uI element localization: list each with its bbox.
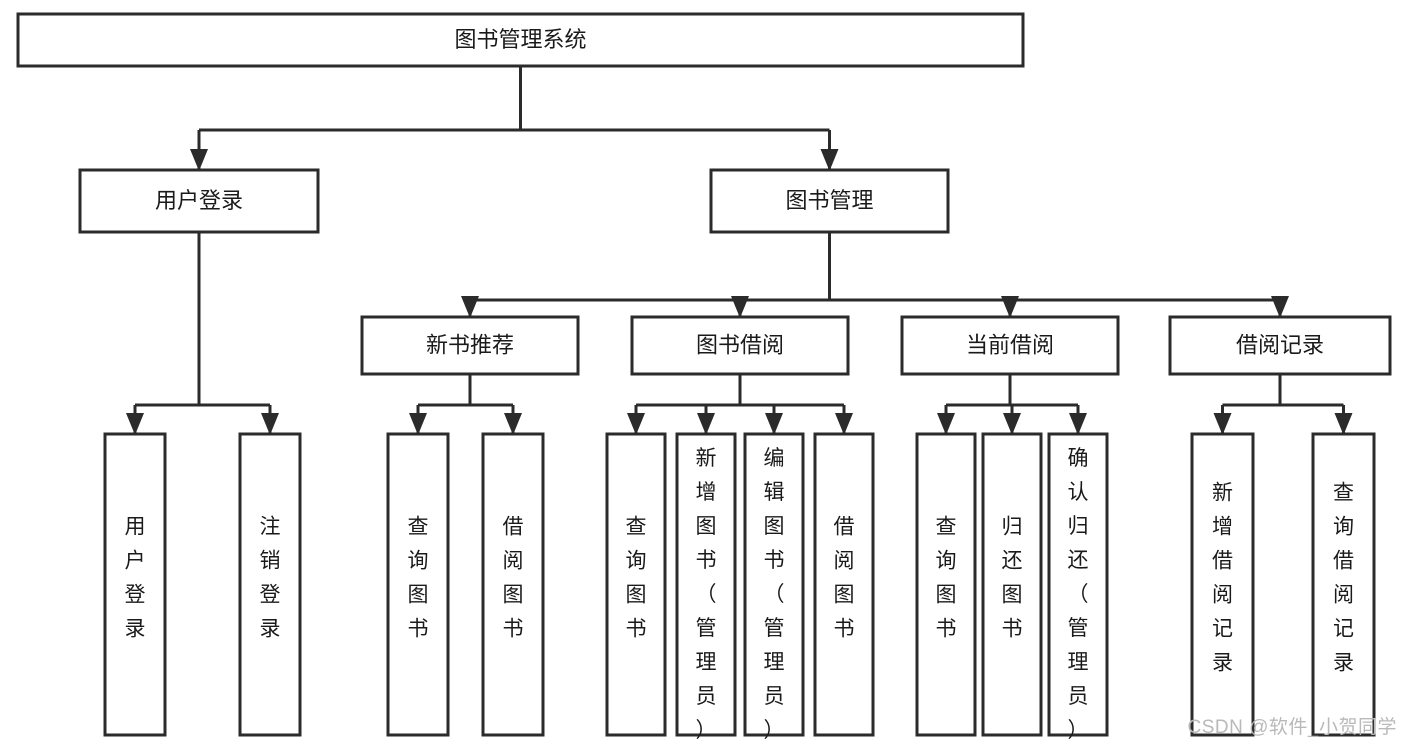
node-label: 注销登录 (260, 516, 281, 641)
arrow-head-icon (409, 413, 427, 435)
node-leaf-edit-book[interactable]: 编辑图书（管理员） (743, 432, 805, 742)
node-box (675, 432, 737, 737)
node-label: 借阅图书 (503, 516, 524, 641)
arrow-head-icon (126, 413, 144, 435)
node-leaf-logout-login[interactable]: 注销登录 (238, 432, 302, 737)
node-box (981, 432, 1043, 737)
node-book-borrow[interactable]: 图书借阅 (630, 315, 850, 376)
node-label: 借阅图书 (834, 516, 855, 641)
node-label: 查询借阅记录 (1333, 482, 1354, 675)
edges-layer (126, 66, 1353, 435)
node-leaf-return-book[interactable]: 归还图书 (981, 432, 1043, 737)
node-box (1190, 432, 1255, 737)
arrow-head-icon (937, 413, 955, 435)
node-leaf-user-login[interactable]: 用户登录 (103, 432, 167, 737)
node-leaf-borrow-book-1[interactable]: 借阅图书 (481, 432, 545, 737)
node-box (360, 315, 580, 376)
node-box (386, 432, 450, 737)
node-box (915, 432, 977, 737)
node-label: 图书借阅 (696, 332, 784, 357)
node-box (709, 168, 950, 234)
node-box (900, 315, 1120, 376)
node-box (743, 432, 805, 737)
node-label: 图书管理 (785, 188, 873, 213)
arrow-head-icon (504, 413, 522, 435)
arrow-head-icon (1001, 296, 1019, 318)
node-box (1168, 315, 1392, 376)
node-label: 查询图书 (408, 516, 429, 641)
node-box (1047, 432, 1109, 737)
node-label: 图书管理系统 (454, 27, 586, 52)
node-box (103, 432, 167, 737)
arrow-head-icon (765, 413, 783, 435)
node-box (1311, 432, 1376, 737)
node-label: 编辑图书（管理员） (764, 447, 785, 742)
node-leaf-add-book[interactable]: 新增图书（管理员） (675, 432, 737, 742)
node-leaf-borrow-book-2[interactable]: 借阅图书 (813, 432, 875, 737)
node-label: 当前借阅 (966, 332, 1054, 357)
node-root[interactable]: 图书管理系统 (16, 12, 1025, 68)
node-leaf-add-record[interactable]: 新增借阅记录 (1190, 432, 1255, 737)
arrow-head-icon (835, 413, 853, 435)
arrow-head-icon (461, 296, 479, 318)
arrow-head-icon (1334, 413, 1353, 435)
arrow-head-icon (1271, 296, 1289, 318)
arrow-head-icon (261, 413, 279, 435)
node-box (238, 432, 302, 737)
node-leaf-query-book-2[interactable]: 查询图书 (605, 432, 667, 737)
node-box (630, 315, 850, 376)
nodes-layer: 图书管理系统用户登录图书管理新书推荐图书借阅当前借阅借阅记录用户登录注销登录查询… (16, 12, 1392, 742)
node-label: 查询图书 (936, 516, 957, 641)
node-leaf-query-book-1[interactable]: 查询图书 (386, 432, 450, 737)
node-label: 用户登录 (155, 188, 243, 213)
arrow-head-icon (627, 413, 645, 435)
node-label: 借阅记录 (1236, 332, 1324, 357)
node-label: 归还图书 (1002, 516, 1023, 641)
node-leaf-confirm-return[interactable]: 确认归还（管理员） (1047, 432, 1109, 742)
node-new-book-recommend[interactable]: 新书推荐 (360, 315, 580, 376)
node-leaf-query-record[interactable]: 查询借阅记录 (1311, 432, 1376, 737)
arrow-head-icon (820, 149, 839, 171)
node-box (605, 432, 667, 737)
node-current-borrow[interactable]: 当前借阅 (900, 315, 1120, 376)
node-user-login[interactable]: 用户登录 (78, 168, 320, 234)
node-label: 用户登录 (125, 516, 146, 641)
node-book-manage[interactable]: 图书管理 (709, 168, 950, 234)
node-leaf-query-book-3[interactable]: 查询图书 (915, 432, 977, 737)
arrow-head-icon (1213, 413, 1232, 435)
arrow-head-icon (1069, 413, 1087, 435)
arrow-head-icon (731, 296, 749, 318)
arrow-head-icon (697, 413, 715, 435)
node-borrow-record[interactable]: 借阅记录 (1168, 315, 1392, 376)
node-label: 确认归还（管理员） (1068, 447, 1089, 742)
node-box (16, 12, 1025, 68)
node-box (481, 432, 545, 737)
arrow-head-icon (190, 149, 208, 171)
node-label: 新增图书（管理员） (696, 447, 717, 742)
node-label: 查询图书 (626, 516, 647, 641)
node-label: 新书推荐 (426, 332, 514, 357)
arrow-head-icon (1003, 413, 1021, 435)
node-box (813, 432, 875, 737)
node-box (78, 168, 320, 234)
node-label: 新增借阅记录 (1212, 482, 1233, 675)
